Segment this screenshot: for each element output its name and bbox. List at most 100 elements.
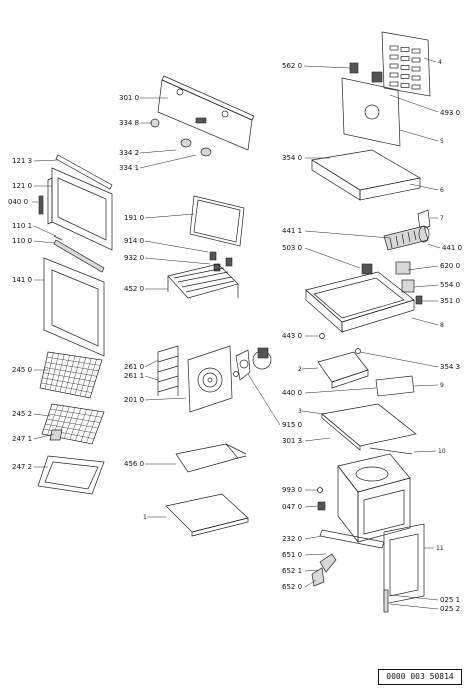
- part-callout: 7: [440, 215, 444, 222]
- part-callout: 261 1: [124, 372, 144, 380]
- part-callout: 247 2: [12, 463, 32, 471]
- oven-cavity: [337, 453, 411, 544]
- rear-panel-top: [381, 31, 431, 97]
- part-callout: 245 0: [12, 366, 32, 374]
- control-knobs: [150, 118, 212, 157]
- leader-line: [389, 603, 439, 610]
- rear-fan-cover: [187, 345, 233, 413]
- part-callout: 025 1: [440, 596, 460, 604]
- leader-line: [33, 240, 55, 244]
- convection-fan-motor: [235, 347, 272, 381]
- side-panel-right: [383, 523, 425, 605]
- part-callout: 040 0: [8, 198, 28, 206]
- part-callout: 141 0: [12, 276, 32, 284]
- part-callout: 354 0: [282, 154, 302, 162]
- leader-line: [303, 65, 351, 69]
- part-callout: 10: [438, 448, 446, 455]
- leader-line: [409, 183, 439, 191]
- part-callout: 652 0: [282, 583, 302, 591]
- part-callout: 334 2: [119, 149, 139, 157]
- leader-line: [139, 154, 197, 169]
- leader-line: [144, 240, 209, 253]
- control-housing: [305, 271, 415, 333]
- part-callout: 334 1: [119, 164, 139, 172]
- leader-line: [304, 553, 327, 556]
- leader-line: [144, 359, 159, 368]
- side-shelf-supports: [157, 345, 179, 396]
- part-callout: 8: [440, 322, 444, 329]
- oven-feet: [311, 553, 337, 587]
- part-callout: 4: [438, 59, 442, 66]
- leader-line: [304, 505, 319, 508]
- part-callout: 493 0: [440, 109, 460, 117]
- leader-line: [144, 397, 187, 401]
- part-callout: 651 0: [282, 551, 302, 559]
- part-callout: 1: [143, 514, 147, 521]
- leader-line: [427, 243, 441, 249]
- leader-line: [33, 225, 57, 237]
- part-callout: 301 3: [282, 437, 302, 445]
- cooling-fan-bracket: [417, 209, 431, 231]
- part-callout: 993 0: [282, 486, 302, 494]
- tray-handle-clip: [49, 429, 63, 441]
- part-callout: 9: [440, 382, 444, 389]
- part-callout: 3: [298, 408, 302, 415]
- grill-heating-element: [167, 263, 239, 299]
- leader-line: [301, 410, 325, 415]
- cavity-switch: [317, 501, 326, 511]
- part-callout: 047 0: [282, 503, 302, 511]
- leader-line: [389, 594, 439, 601]
- leader-line: [304, 247, 361, 269]
- part-callout: 6: [440, 187, 444, 194]
- part-callout: 620 0: [440, 262, 460, 270]
- cavity-lamp: [317, 487, 323, 493]
- heating-element-connectors: [209, 251, 233, 272]
- circular-heating-element: [175, 443, 247, 473]
- bottom-trim-strip: [319, 529, 385, 549]
- part-callout: 247 1: [12, 435, 32, 443]
- leader-line: [139, 149, 177, 154]
- leader-line: [247, 373, 281, 426]
- part-callout: 503 0: [282, 244, 302, 252]
- side-air-duct: [317, 351, 369, 389]
- part-callout: 232 0: [282, 535, 302, 543]
- thermostat-clip: [349, 62, 359, 74]
- part-callout: 334 8: [119, 119, 139, 127]
- part-callout: 652 1: [282, 567, 302, 575]
- leader-line: [304, 535, 323, 540]
- part-callout: 121 3: [12, 157, 32, 165]
- control-panel-fascia: [157, 75, 255, 151]
- wire-shelf-rack: [39, 351, 103, 399]
- leader-line: [33, 413, 51, 417]
- timer-module: [361, 263, 373, 275]
- leader-line: [399, 129, 439, 142]
- door-hinge-pins: [53, 235, 105, 273]
- part-callout: 562 0: [282, 62, 302, 70]
- housing-screw: [319, 333, 361, 354]
- leader-line: [144, 375, 159, 381]
- part-callout: 452 0: [124, 285, 144, 293]
- leader-line: [413, 384, 439, 387]
- part-callout: 915 0: [282, 421, 302, 429]
- part-callout: 121 0: [12, 182, 32, 190]
- part-callout: 441 1: [282, 227, 302, 235]
- leader-line: [304, 569, 319, 572]
- part-callout: 932 0: [124, 254, 144, 262]
- part-callout: 110 0: [12, 237, 32, 245]
- outer-door-glass: [43, 257, 105, 357]
- inner-door-glass-frame: [47, 167, 113, 251]
- part-callout: 11: [436, 545, 444, 552]
- leader-line: [423, 57, 437, 63]
- part-callout: 301 0: [119, 94, 139, 102]
- top-insulation-panel: [311, 149, 421, 201]
- leader-line: [304, 230, 391, 239]
- part-callout: 456 0: [124, 460, 144, 468]
- part-callout: 191 0: [124, 214, 144, 222]
- leader-line: [389, 94, 439, 113]
- part-callout: 2: [298, 366, 302, 373]
- leader-line: [407, 265, 439, 271]
- leader-line: [413, 450, 437, 453]
- part-callout: 5: [440, 138, 444, 145]
